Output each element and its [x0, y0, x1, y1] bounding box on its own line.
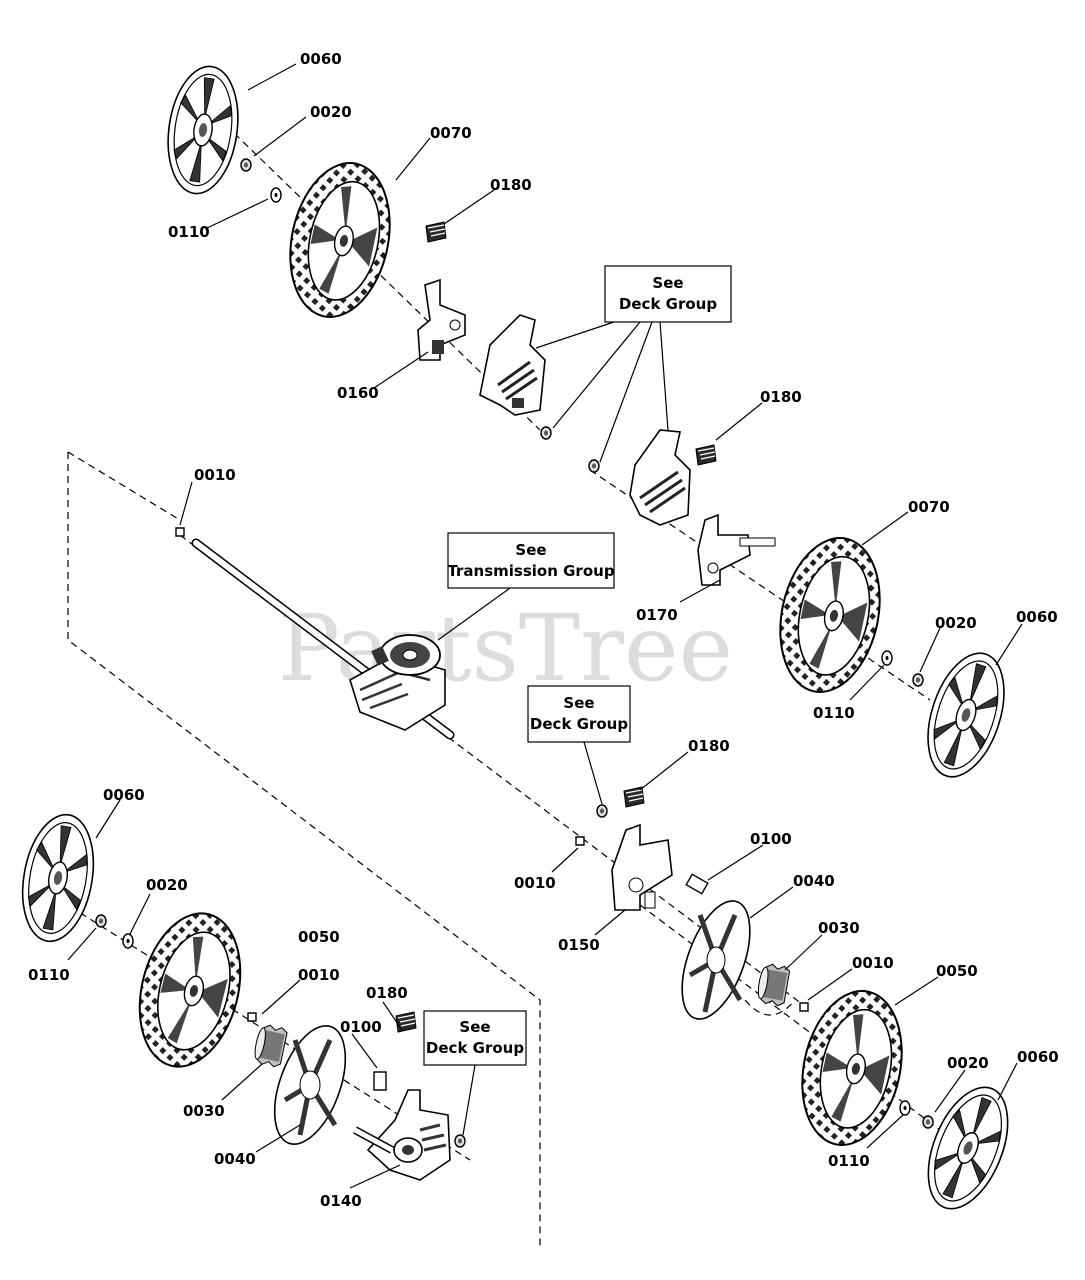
- washer-upper-left: [270, 187, 282, 203]
- drive-gear-lower-left: [273, 1025, 347, 1145]
- callout-0050: 0050: [298, 928, 340, 946]
- reference-box-see: See: [563, 694, 594, 712]
- washer-lower-right: [899, 1100, 911, 1116]
- callout-0110: 0110: [813, 704, 855, 722]
- callout-0160: 0160: [337, 384, 379, 402]
- callout-0010: 0010: [298, 966, 340, 984]
- callout-0170: 0170: [636, 606, 678, 624]
- height-adjuster-bracket-lower-left: [353, 1089, 451, 1181]
- reference-box-see: See: [459, 1018, 490, 1036]
- reference-box-see: See: [515, 541, 546, 559]
- callout-0020: 0020: [146, 876, 188, 894]
- clip-shaft-right: [575, 836, 585, 846]
- axis-upper-left: [199, 99, 541, 431]
- deck-plate-right: [629, 429, 691, 526]
- hubcap-upper-left: [159, 61, 247, 199]
- height-adjuster-bracket-upper: [417, 278, 466, 361]
- callout-0060: 0060: [300, 50, 342, 68]
- nut-deck-upper: [540, 426, 552, 440]
- callout-0180: 0180: [366, 984, 408, 1002]
- nut-lower-right: [922, 1115, 934, 1129]
- transmission-frame: [67, 452, 541, 1248]
- nut-upper-left: [240, 158, 252, 172]
- callout-0050: 0050: [936, 962, 978, 980]
- height-adjuster-bracket-lower-right: [611, 823, 673, 911]
- wheel-upper-left: [275, 152, 405, 328]
- callout-0060: 0060: [103, 786, 145, 804]
- hubcap-lower-left: [12, 808, 104, 948]
- transmission-frame-top: [67, 451, 181, 521]
- callout-0010: 0010: [194, 466, 236, 484]
- washer-upper-right: [881, 650, 893, 666]
- callout-0070: 0070: [430, 124, 472, 142]
- reference-box-deck-group-top[interactable]: See Deck Group: [604, 265, 732, 323]
- nut-deck-right: [588, 459, 600, 473]
- callout-labels: 0060 0020 0070 0180 0110 0160 0180 0010 …: [28, 50, 1059, 1210]
- hubcap-lower-right: [911, 1075, 1025, 1221]
- callout-0110: 0110: [28, 966, 70, 984]
- pinion-lower-left: [251, 1022, 289, 1069]
- clip-shaft-left: [175, 527, 185, 537]
- reference-box-group: Deck Group: [530, 715, 628, 733]
- reference-box-deck-group-bottom[interactable]: See Deck Group: [423, 1010, 527, 1066]
- transmission-gearbox: [349, 634, 446, 731]
- reference-box-deck-group-middle[interactable]: See Deck Group: [527, 685, 631, 743]
- callout-0020: 0020: [935, 614, 977, 632]
- wheel-lower-left: [123, 901, 257, 1079]
- pinion-path-right: [744, 999, 796, 1016]
- callout-0020: 0020: [310, 103, 352, 121]
- nut-lower-left-deck: [454, 1134, 466, 1148]
- callout-0010: 0010: [852, 954, 894, 972]
- callout-0040: 0040: [214, 1150, 256, 1168]
- callout-0140: 0140: [320, 1192, 362, 1210]
- deck-plate-upper: [479, 314, 546, 416]
- hubcap-upper-right: [913, 642, 1019, 788]
- nut-upper-right: [912, 673, 924, 687]
- callout-0020: 0020: [947, 1054, 989, 1072]
- axis-upper-right: [589, 469, 931, 701]
- bumper-lower-left: [395, 1011, 417, 1033]
- callout-0110: 0110: [168, 223, 210, 241]
- callout-0060: 0060: [1016, 608, 1058, 626]
- height-adjuster-bracket-right: [697, 513, 776, 586]
- leader-lines: [67, 63, 1023, 1189]
- bolt-right: [685, 873, 709, 895]
- nut-lower-left: [95, 914, 107, 928]
- nut-deck-center: [596, 804, 608, 818]
- reference-box-see: See: [652, 274, 683, 292]
- callout-0010: 0010: [514, 874, 556, 892]
- washer-lower-left: [122, 933, 134, 949]
- reference-box-group: Deck Group: [426, 1039, 524, 1057]
- reference-box-transmission-group[interactable]: See Transmission Group: [447, 532, 615, 589]
- callout-0180: 0180: [760, 388, 802, 406]
- callout-0180: 0180: [490, 176, 532, 194]
- callout-0100: 0100: [340, 1018, 382, 1036]
- callout-0030: 0030: [818, 919, 860, 937]
- clip-lower-left: [247, 1012, 257, 1022]
- bumper-upper-left: [425, 221, 447, 243]
- callout-0030: 0030: [183, 1102, 225, 1120]
- callout-0040: 0040: [793, 872, 835, 890]
- callout-0180: 0180: [688, 737, 730, 755]
- bumper-center: [623, 786, 645, 808]
- bumper-right: [695, 444, 717, 466]
- drive-gear-right: [681, 900, 751, 1020]
- callout-0060: 0060: [1017, 1048, 1059, 1066]
- callout-0100: 0100: [750, 830, 792, 848]
- callout-0110: 0110: [828, 1152, 870, 1170]
- bolt-lower-left: [373, 1071, 387, 1091]
- clip-lower-right: [799, 1002, 809, 1012]
- callout-0150: 0150: [558, 936, 600, 954]
- reference-box-group: Deck Group: [619, 295, 717, 313]
- callout-0070: 0070: [908, 498, 950, 516]
- reference-box-group: Transmission Group: [447, 562, 614, 580]
